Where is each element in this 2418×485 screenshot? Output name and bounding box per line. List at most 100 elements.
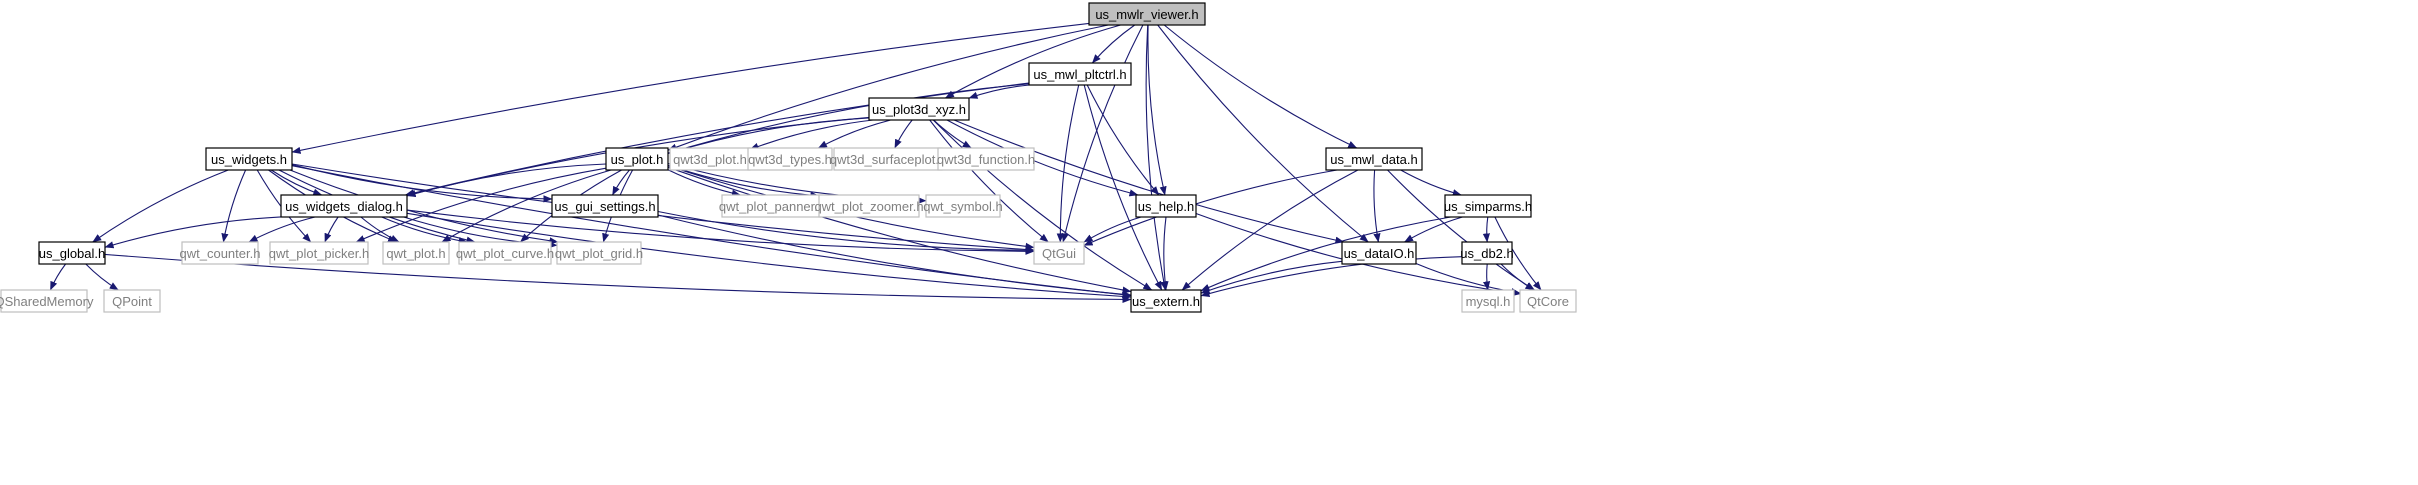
- node-box-qwt_symbol: [925, 194, 1001, 218]
- node-box-us_simparms: [1444, 194, 1532, 218]
- edge-us_plot-to-us_gui_settings: [612, 169, 630, 196]
- edge-us_plot3d_xyz-to-us_help: [946, 119, 1139, 197]
- node-QtCore: QtCore: [1519, 289, 1577, 313]
- edge-us_mwlr_viewer-to-us_mwl_pltctrl: [1091, 24, 1136, 64]
- edge-us_mwlr_viewer-to-us_mwl_data: [1163, 24, 1358, 149]
- edge-us_mwlr_viewer-to-us_help: [1147, 24, 1167, 196]
- edge-us_widgets_dialog-to-qwt_plot_picker: [324, 216, 339, 243]
- node-mysql: mysql.h: [1461, 289, 1515, 313]
- node-label-us_gui_settings: us_gui_settings.h: [554, 199, 655, 214]
- edge-us_simparms-to-us_db2: [1482, 216, 1490, 243]
- node-label-us_mwl_data: us_mwl_data.h: [1330, 152, 1417, 167]
- node-us_extern[interactable]: us_extern.h: [1130, 289, 1202, 313]
- edge-us_widgets_dialog-to-qwt_plot_curve: [381, 216, 468, 245]
- node-label-us_mwlr_viewer: us_mwlr_viewer.h: [1095, 7, 1198, 22]
- edge-us_plot-to-us_extern: [667, 166, 1132, 294]
- node-us_mwlr_viewer[interactable]: us_mwlr_viewer.h: [1088, 2, 1206, 26]
- node-box-qwt_plot_grid: [556, 241, 642, 265]
- node-box-us_dataIO: [1341, 241, 1417, 265]
- nodes-layer: us_mwlr_viewer.h us_mwl_pltctrl.h us_plot3…: [0, 2, 1577, 313]
- node-us_gui_settings[interactable]: us_gui_settings.h: [551, 194, 659, 218]
- edge-us_mwl_data-to-us_extern: [1181, 169, 1359, 291]
- node-box-us_mwlr_viewer: [1088, 2, 1206, 26]
- node-box-us_mwl_data: [1325, 147, 1423, 171]
- node-us_widgets_dialog[interactable]: us_widgets_dialog.h: [280, 194, 408, 218]
- edge-us_help-to-us_extern: [1161, 216, 1169, 291]
- node-box-qwt3d_types: [747, 147, 833, 171]
- node-box-us_global: [38, 241, 106, 265]
- node-box-qwt_plot_picker: [269, 241, 369, 265]
- node-label-us_simparms: us_simparms.h: [1444, 199, 1532, 214]
- edge-us_widgets_dialog-to-us_global: [104, 216, 282, 249]
- node-qwt_plot_grid: qwt_plot_grid.h: [555, 241, 643, 265]
- node-box-mysql: [1461, 289, 1515, 313]
- node-box-us_plot3d_xyz: [868, 97, 970, 121]
- edge-us_plot-to-qwt_plot_zoomer: [667, 164, 820, 199]
- edge-us_widgets_dialog-to-us_extern: [406, 212, 1132, 301]
- node-qwt_plot_curve: qwt_plot_curve.h: [456, 241, 554, 265]
- node-us_mwl_pltctrl[interactable]: us_mwl_pltctrl.h: [1028, 62, 1132, 86]
- node-box-us_plot: [605, 147, 669, 171]
- edge-us_mwl_pltctrl-to-us_help: [1086, 84, 1160, 196]
- node-qwt_counter: qwt_counter.h: [180, 241, 261, 265]
- node-qwt_plot_panner: qwt_plot_panner.h: [719, 194, 825, 218]
- edge-us_plot3d_xyz-to-QtGui: [929, 119, 1049, 243]
- node-box-QSharedMemory: [0, 289, 88, 313]
- node-label-us_global: us_global.h: [39, 246, 106, 261]
- node-qwt_plot: qwt_plot.h: [382, 241, 450, 265]
- node-qwt3d_types: qwt3d_types.h: [747, 147, 833, 171]
- edge-us_mwlr_viewer-to-us_extern: [1145, 24, 1168, 291]
- edge-us_simparms-to-QtCore: [1494, 216, 1542, 291]
- node-us_db2[interactable]: us_db2.h: [1460, 241, 1514, 265]
- node-qwt_symbol: qwt_symbol.h: [923, 194, 1003, 218]
- node-label-qwt_symbol: qwt_symbol.h: [923, 199, 1002, 214]
- edge-us_plot3d_xyz-to-qwt3d_types: [818, 119, 891, 149]
- node-qwt_plot_picker: qwt_plot_picker.h: [269, 241, 369, 265]
- node-box-QPoint: [103, 289, 161, 313]
- edge-us_plot-to-qwt_plot_panner: [667, 169, 741, 197]
- edge-us_widgets_dialog-to-QtGui: [406, 209, 1035, 255]
- node-box-us_widgets: [205, 147, 293, 171]
- edge-us_mwl_data-to-QtGui: [1083, 169, 1338, 247]
- node-label-mysql: mysql.h: [1466, 294, 1511, 309]
- node-label-qwt3d_plot: qwt3d_plot.h: [673, 152, 747, 167]
- node-label-us_widgets: us_widgets.h: [211, 152, 287, 167]
- edge-us_global-to-us_extern: [104, 253, 1132, 304]
- node-us_plot3d_xyz[interactable]: us_plot3d_xyz.h: [868, 97, 970, 121]
- node-box-qwt_plot: [382, 241, 450, 265]
- node-us_global[interactable]: us_global.h: [38, 241, 106, 265]
- edge-us_mwl_data-to-QtCore: [1387, 169, 1535, 291]
- edge-us_global-to-QSharedMemory: [49, 263, 67, 291]
- node-us_dataIO[interactable]: us_dataIO.h: [1341, 241, 1417, 265]
- node-box-us_extern: [1130, 289, 1202, 313]
- node-label-qwt3d_types: qwt3d_types.h: [748, 152, 832, 167]
- node-label-qwt_plot_picker: qwt_plot_picker.h: [269, 246, 369, 261]
- edge-us_plot-to-us_widgets_dialog: [406, 163, 607, 198]
- node-us_plot[interactable]: us_plot.h: [605, 147, 669, 171]
- node-label-qwt_plot_curve: qwt_plot_curve.h: [456, 246, 554, 261]
- edge-us_global-to-QPoint: [85, 263, 119, 291]
- edge-us_plot-to-qwt_plot_picker: [355, 167, 607, 243]
- edge-us_mwl_pltctrl-to-us_plot: [667, 83, 1030, 155]
- node-us_mwl_data[interactable]: us_mwl_data.h: [1325, 147, 1423, 171]
- node-label-us_db2: us_db2.h: [1460, 246, 1514, 261]
- edge-us_dataIO-to-us_extern: [1200, 260, 1343, 294]
- edge-us_mwlr_viewer-to-us_plot: [667, 24, 1109, 151]
- edge-us_plot3d_xyz-to-us_dataIO: [953, 119, 1345, 244]
- node-us_simparms[interactable]: us_simparms.h: [1444, 194, 1532, 218]
- node-QtGui: QtGui: [1033, 241, 1085, 265]
- edge-us_plot-to-qwt_plot: [441, 169, 612, 243]
- edge-us_simparms-to-us_dataIO: [1404, 216, 1463, 243]
- node-label-qwt3d_surfaceplot: qwt3d_surfaceplot.h: [830, 152, 946, 167]
- node-label-QtCore: QtCore: [1527, 294, 1569, 309]
- edge-us_widgets_dialog-to-qwt_counter: [248, 216, 316, 243]
- node-us_widgets[interactable]: us_widgets.h: [205, 147, 293, 171]
- node-label-qwt_counter: qwt_counter.h: [180, 246, 261, 261]
- edge-us_simparms-to-us_extern: [1200, 216, 1451, 292]
- node-us_help[interactable]: us_help.h: [1135, 194, 1197, 218]
- node-label-qwt3d_function: qwt3d_function.h: [937, 152, 1035, 167]
- edge-us_mwl_pltctrl-to-us_extern: [1083, 84, 1163, 291]
- node-QSharedMemory: QSharedMemory: [0, 289, 94, 313]
- edge-us_plot3d_xyz-to-qwt3d_surfaceplot: [894, 119, 913, 149]
- edge-us_mwl_pltctrl-to-us_plot3d_xyz: [968, 84, 1030, 99]
